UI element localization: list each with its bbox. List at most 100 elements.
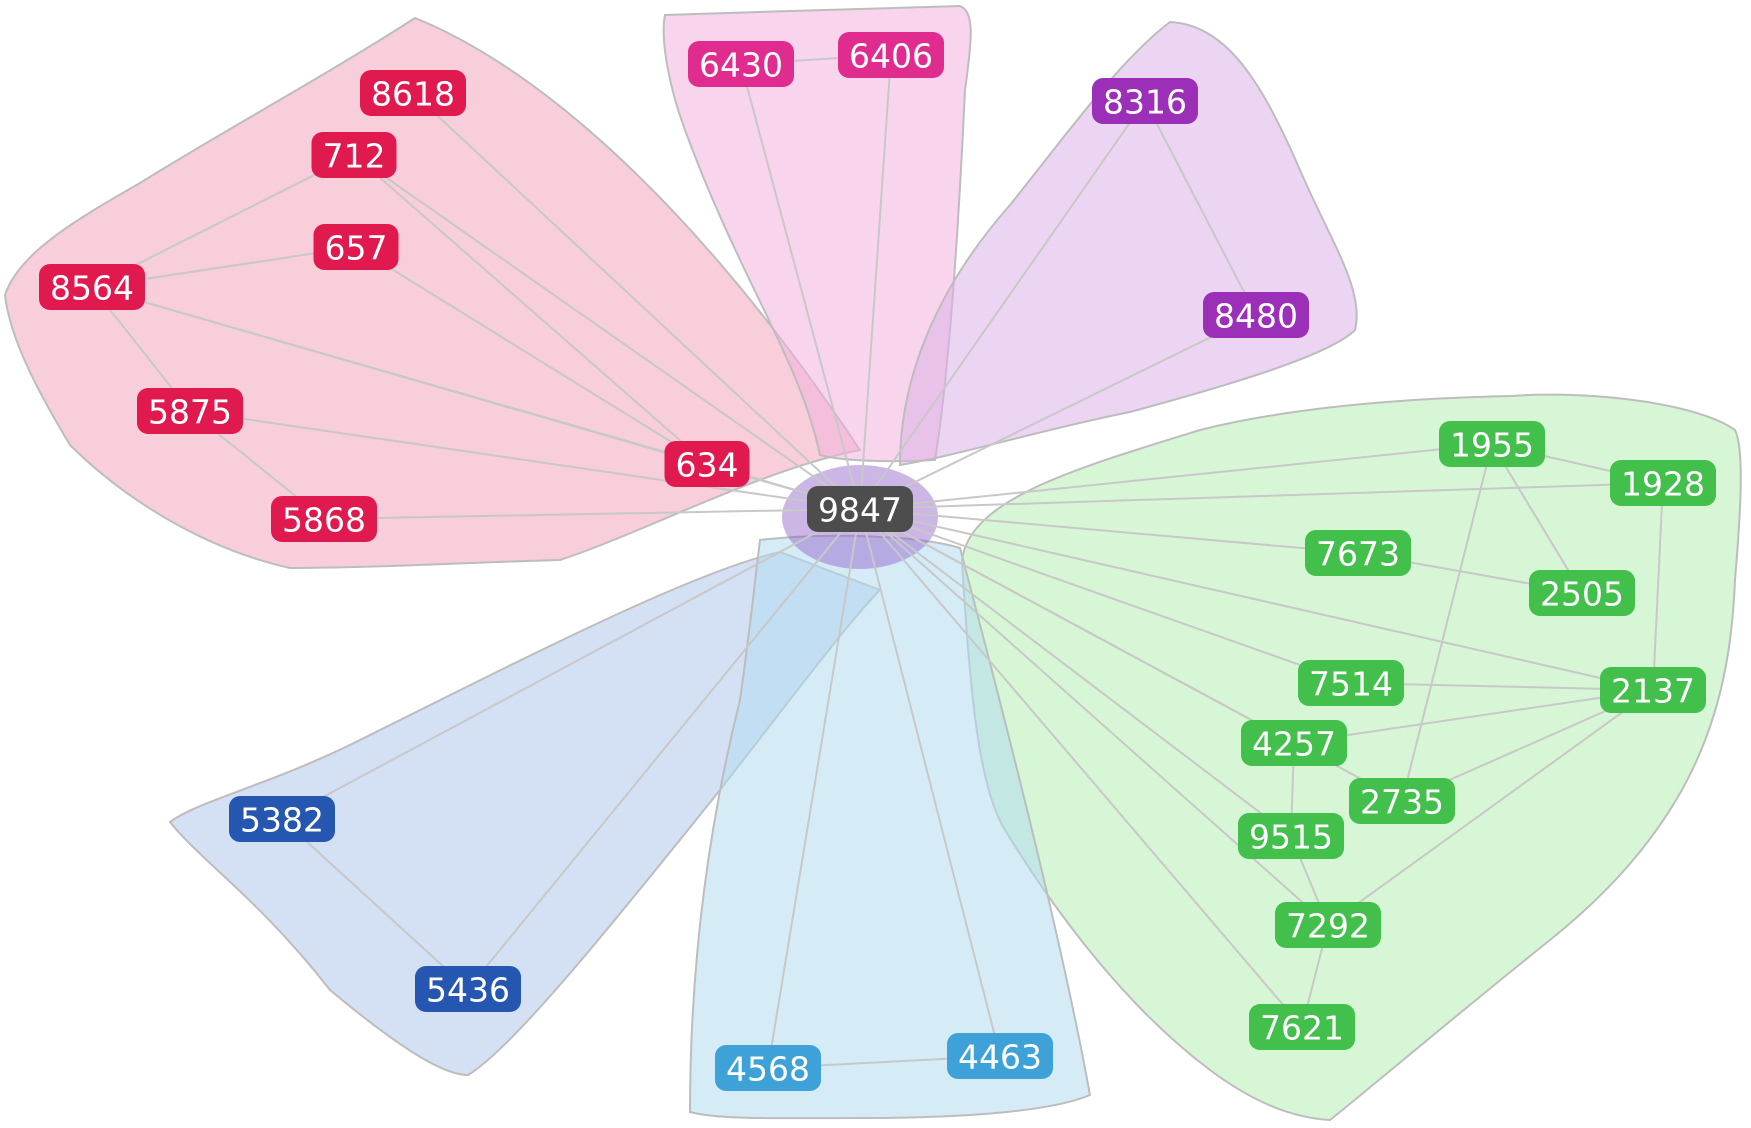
node-label: 9847	[818, 491, 902, 530]
node-label: 4463	[958, 1038, 1042, 1077]
node-6406[interactable]: 6406	[838, 32, 944, 78]
node-box	[664, 441, 750, 487]
node-label: 1955	[1450, 426, 1534, 465]
node-5875[interactable]: 5875	[137, 388, 243, 434]
edge-2137-7292	[1327, 689, 1654, 926]
node-9847[interactable]: 9847	[807, 486, 913, 532]
node-1955[interactable]: 1955	[1439, 421, 1545, 467]
edge-4568-9847	[767, 508, 861, 1069]
node-634[interactable]: 634	[664, 441, 750, 487]
node-label: 8480	[1214, 297, 1298, 336]
node-label: 2735	[1360, 783, 1444, 822]
node-box	[1298, 660, 1404, 706]
edge-2137-4257	[1293, 689, 1654, 744]
node-box	[1600, 667, 1706, 713]
edge-7621-9847	[859, 508, 1303, 1028]
edge-7673-9847	[859, 508, 1359, 554]
node-label: 6430	[699, 46, 783, 85]
node-657[interactable]: 657	[313, 224, 399, 270]
node-8564[interactable]: 8564	[39, 264, 145, 310]
node-label: 7292	[1286, 907, 1370, 946]
node-box	[1203, 292, 1309, 338]
edge-5868-9847	[323, 508, 861, 520]
node-7514[interactable]: 7514	[1298, 660, 1404, 706]
node-box	[39, 264, 145, 310]
node-label: 7673	[1316, 535, 1400, 574]
node-box	[1092, 78, 1198, 124]
node-9515[interactable]: 9515	[1238, 813, 1344, 859]
node-box	[1305, 530, 1411, 576]
node-box	[137, 388, 243, 434]
node-box	[229, 796, 335, 842]
node-7673[interactable]: 7673	[1305, 530, 1411, 576]
edge-9515-9847	[859, 508, 1292, 837]
node-2137[interactable]: 2137	[1600, 667, 1706, 713]
node-label: 4257	[1252, 725, 1336, 764]
node-label: 5868	[282, 501, 366, 540]
node-box	[313, 224, 399, 270]
node-box	[807, 486, 913, 532]
node-4257[interactable]: 4257	[1241, 720, 1347, 766]
node-label: 9515	[1249, 818, 1333, 857]
node-label: 5875	[148, 393, 232, 432]
edge-6430-9847	[740, 63, 861, 510]
node-label: 8564	[50, 269, 134, 308]
cluster-hull-lightblue	[688, 534, 1092, 1120]
node-label: 5382	[240, 801, 324, 840]
edge-1955-2735	[1401, 443, 1493, 802]
node-label: 4568	[726, 1050, 810, 1089]
node-box	[1238, 813, 1344, 859]
node-label: 712	[323, 137, 386, 176]
node-4463[interactable]: 4463	[947, 1033, 1053, 1079]
node-label: 5436	[426, 971, 510, 1010]
edge-657-634	[355, 246, 708, 465]
node-5382[interactable]: 5382	[229, 796, 335, 842]
node-box	[947, 1033, 1053, 1079]
node-label: 7514	[1309, 665, 1393, 704]
edge-7514-9847	[859, 508, 1352, 684]
node-box	[688, 41, 794, 87]
node-box	[360, 70, 466, 116]
node-7621[interactable]: 7621	[1249, 1004, 1355, 1050]
edge-8316-9847	[859, 100, 1146, 510]
node-box	[311, 132, 397, 178]
node-4568[interactable]: 4568	[715, 1045, 821, 1091]
edge-8316-8480	[1144, 100, 1257, 316]
node-2735[interactable]: 2735	[1349, 778, 1455, 824]
node-label: 8618	[371, 75, 455, 114]
edge-5436-9847	[467, 508, 861, 990]
node-8618[interactable]: 8618	[360, 70, 466, 116]
node-label: 1928	[1621, 465, 1705, 504]
node-box	[1241, 720, 1347, 766]
node-box	[1249, 1004, 1355, 1050]
node-8480[interactable]: 8480	[1203, 292, 1309, 338]
edge-1955-2505	[1491, 443, 1583, 594]
node-box	[415, 966, 521, 1012]
edge-5382-9847	[281, 508, 861, 820]
node-box	[715, 1045, 821, 1091]
edge-1955-9847	[859, 443, 1493, 510]
edge-6406-9847	[859, 54, 892, 510]
node-box	[271, 496, 377, 542]
node-2505[interactable]: 2505	[1529, 570, 1635, 616]
node-7292[interactable]: 7292	[1275, 902, 1381, 948]
edge-5875-9847	[189, 410, 861, 510]
node-box	[1349, 778, 1455, 824]
node-label: 2505	[1540, 575, 1624, 614]
edge-4463-9847	[859, 508, 1001, 1057]
edge-2137-9847	[859, 508, 1654, 691]
node-label: 7621	[1260, 1009, 1344, 1048]
node-6430[interactable]: 6430	[688, 41, 794, 87]
node-box	[1439, 421, 1545, 467]
node-label: 2137	[1611, 672, 1695, 711]
node-label: 657	[325, 229, 388, 268]
node-box	[1610, 460, 1716, 506]
node-1928[interactable]: 1928	[1610, 460, 1716, 506]
edge-712-9847	[353, 154, 861, 510]
node-5868[interactable]: 5868	[271, 496, 377, 542]
node-8316[interactable]: 8316	[1092, 78, 1198, 124]
node-5436[interactable]: 5436	[415, 966, 521, 1012]
node-label: 6406	[849, 37, 933, 76]
node-712[interactable]: 712	[311, 132, 397, 178]
